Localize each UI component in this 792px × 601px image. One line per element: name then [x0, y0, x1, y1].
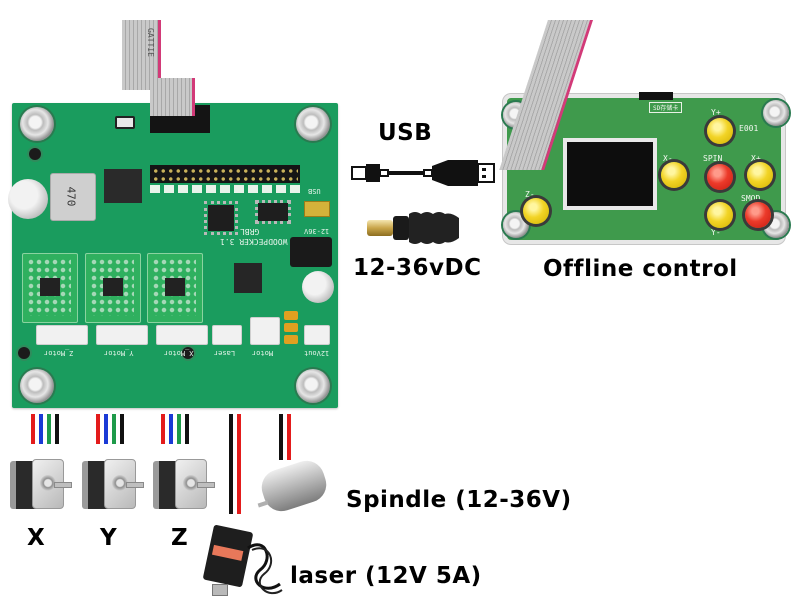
- laser-connector: [212, 325, 242, 345]
- button-label-smod: SMOD: [741, 194, 761, 203]
- usb-serial-chip: [255, 200, 291, 224]
- x-motor-connector: [156, 325, 208, 345]
- spin-button[interactable]: [707, 164, 733, 190]
- voltage-regulator: [104, 169, 142, 203]
- laser-label: laser (12V 5A): [290, 563, 482, 589]
- stepper-driver-z: [22, 253, 78, 323]
- lcd-display: [563, 138, 657, 210]
- mount-screw-bottom-right: [296, 369, 330, 403]
- connector-label-z-motor: Z_Motor: [44, 349, 74, 357]
- spindle-shaft: [257, 500, 269, 508]
- stepper-driver-x: [147, 253, 203, 323]
- board-model-silkscreen: WOODPECKER 3.1: [220, 237, 288, 246]
- wire-green: [177, 414, 181, 444]
- wire-blue: [104, 414, 108, 444]
- y-minus-button[interactable]: [707, 202, 733, 228]
- board-firmware-silkscreen: GRBL: [240, 227, 260, 236]
- spindle-motor-connector: [250, 317, 280, 345]
- wire-red: [96, 414, 100, 444]
- wire-black: [55, 414, 59, 444]
- microcontroller-chip: [204, 201, 238, 235]
- inductor-value: 470: [64, 186, 78, 207]
- spindle-label: Spindle (12-36V): [346, 487, 572, 513]
- sd-card-slot: [639, 92, 673, 100]
- mosfet: [234, 263, 262, 293]
- button-label-y-minus: Y-: [711, 228, 721, 237]
- z-minus-button[interactable]: [523, 198, 549, 224]
- tantalum-capacitor: [284, 323, 298, 332]
- usb-silkscreen: USB: [308, 187, 321, 195]
- connector-label-12vout: 12Vout: [304, 349, 330, 357]
- wire-red: [161, 414, 165, 444]
- connector-label-x-motor: X_Motor: [164, 349, 194, 357]
- controller-version: E001: [739, 124, 759, 133]
- button-label-x-plus: X+: [751, 154, 761, 163]
- wire-red: [31, 414, 35, 444]
- 12v-out-connector: [304, 325, 330, 345]
- mini-usb-port: [304, 201, 330, 217]
- button-label-x-minus: X-: [663, 154, 673, 163]
- connector-label-y-motor: Y_Motor: [104, 349, 134, 357]
- y-motor-connector: [96, 325, 148, 345]
- controller-screw: [763, 100, 789, 126]
- resistor-row: [150, 185, 300, 193]
- ribbon-cable-main-lower: [150, 78, 195, 116]
- sd-card-label: SD存储卡: [649, 102, 683, 113]
- mount-screw-bottom-left: [20, 369, 54, 403]
- usb-label: USB: [378, 120, 433, 146]
- tantalum-capacitor: [284, 311, 298, 320]
- wire-black: [229, 414, 233, 514]
- mount-screw-top-left: [20, 107, 54, 141]
- y-plus-button[interactable]: [707, 118, 733, 144]
- mount-screw-top-right: [296, 107, 330, 141]
- wire-black: [279, 414, 283, 460]
- laser-cable: [247, 543, 283, 595]
- mount-hole: [29, 148, 41, 160]
- main-control-board: 470 USB 12-36V WOODPECKER 3.1 GRBL Z_Mot…: [8, 103, 338, 408]
- connector-label-laser: Laser: [214, 349, 236, 357]
- filter-capacitor: [302, 271, 334, 303]
- laser-lens: [212, 584, 228, 596]
- dc-power-plug-icon: [367, 212, 459, 244]
- pin-header: [150, 165, 300, 183]
- wire-blue: [39, 414, 43, 444]
- electrolytic-capacitor: [8, 179, 48, 219]
- stepper-driver-y: [85, 253, 141, 323]
- wire-black: [120, 414, 124, 444]
- power-input-label: 12-36vDC: [353, 255, 482, 281]
- stepper-motor-x-icon: [10, 455, 72, 513]
- connector-label-motor: Motor: [252, 349, 274, 357]
- laser-label-sticker: [211, 544, 244, 561]
- spindle-body: [257, 456, 331, 516]
- axis-label-x: X: [27, 525, 46, 551]
- wire-green: [112, 414, 116, 444]
- button-label-y-plus: Y+: [711, 108, 721, 117]
- axis-label-z: Z: [171, 525, 189, 551]
- x-plus-button[interactable]: [747, 162, 773, 188]
- axis-label-y: Y: [100, 525, 118, 551]
- x-minus-button[interactable]: [661, 162, 687, 188]
- mount-hole: [182, 347, 194, 359]
- wire-black: [185, 414, 189, 444]
- stepper-motor-y-icon: [82, 455, 144, 513]
- ribbon-cable-print: GATTIE: [145, 28, 155, 57]
- wire-red: [237, 414, 241, 514]
- inductor: 470: [50, 173, 96, 221]
- button-label-spin: SPIN: [703, 154, 723, 163]
- wire-blue: [169, 414, 173, 444]
- smod-button[interactable]: [745, 202, 771, 228]
- usb-cable-icon: [351, 160, 495, 186]
- wire-red: [287, 414, 291, 460]
- offline-control-label: Offline control: [543, 256, 738, 282]
- button-label-z-minus: Z-: [525, 190, 535, 199]
- stepper-motor-z-icon: [153, 455, 215, 513]
- dc-power-jack: [290, 237, 332, 267]
- wire-green: [47, 414, 51, 444]
- power-silkscreen: 12-36V: [304, 227, 330, 235]
- z-motor-connector: [36, 325, 88, 345]
- reset-button: [115, 116, 135, 129]
- mount-hole: [18, 347, 30, 359]
- ribbon-cable-main: [122, 20, 161, 90]
- tantalum-capacitor: [284, 335, 298, 344]
